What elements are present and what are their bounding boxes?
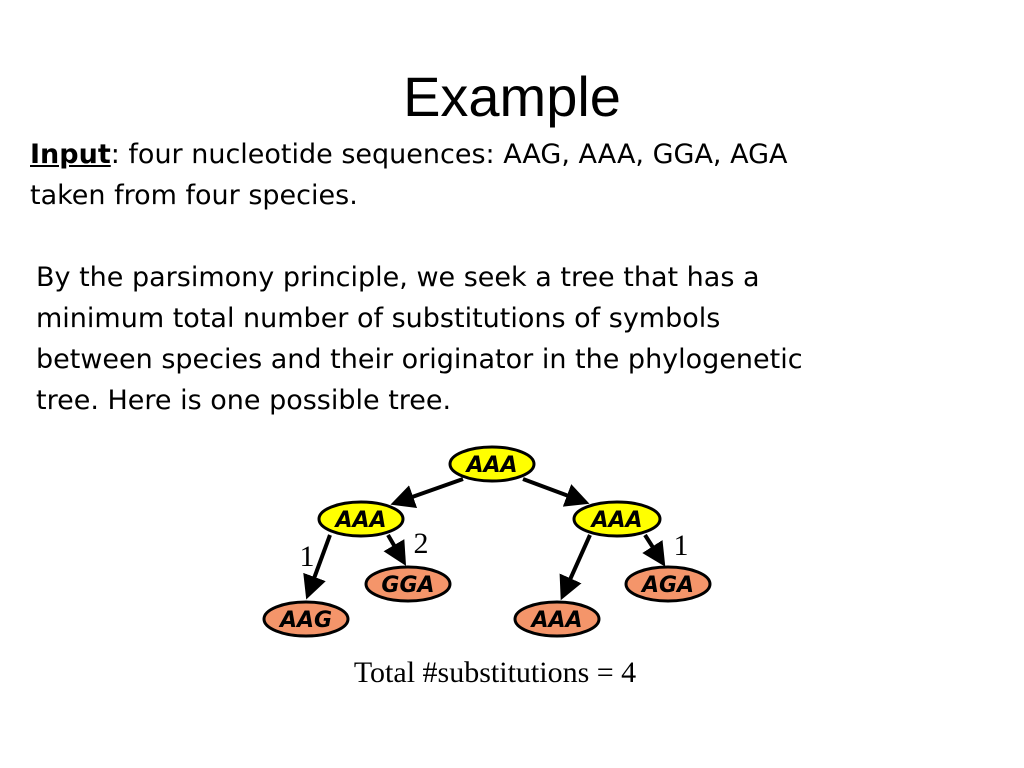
right-internal-node: AAA	[572, 500, 662, 538]
svg-text:GGA: GGA	[381, 573, 434, 598]
svg-text:AAA: AAA	[464, 453, 517, 478]
slide-title: Example	[403, 65, 621, 128]
paragraph-line: between species and their originator in …	[36, 344, 803, 375]
edge-label: 1	[674, 529, 689, 562]
edge	[383, 533, 407, 566]
leaf-node-aag: AAG	[262, 600, 350, 638]
paragraph-line: minimum total number of substitutions of…	[36, 303, 721, 334]
edge	[522, 477, 590, 507]
leaf-node-gga: GGA	[364, 565, 452, 603]
svg-text:AAA: AAA	[333, 508, 386, 533]
root-node: AAA	[448, 445, 536, 483]
edge	[559, 534, 592, 601]
input-label: Input	[30, 139, 111, 170]
edge	[642, 533, 666, 567]
svg-text:AGA: AGA	[640, 573, 694, 598]
edge-label: 1	[300, 540, 315, 573]
left-internal-node: AAA	[317, 500, 405, 538]
input-description: Input: four nucleotide sequences: AAG, A…	[30, 134, 787, 216]
input-line1: : four nucleotide sequences: AAG, AAA, G…	[110, 139, 788, 170]
input-line2: taken from four species.	[30, 180, 358, 211]
svg-text:AAG: AAG	[278, 608, 332, 633]
edge	[303, 534, 332, 600]
edge	[390, 477, 464, 508]
svg-text:AAA: AAA	[589, 508, 642, 533]
parsimony-paragraph: By the parsimony principle, we seek a tr…	[36, 257, 803, 421]
leaf-node-aaa: AAA	[513, 600, 601, 638]
total-substitutions: Total #substitutions = 4	[353, 656, 637, 689]
paragraph-line: tree. Here is one possible tree.	[36, 385, 452, 416]
svg-text:AAA: AAA	[529, 608, 582, 633]
paragraph-line: By the parsimony principle, we seek a tr…	[36, 262, 760, 293]
edge-label: 2	[414, 527, 429, 560]
leaf-node-aga: AGA	[624, 565, 712, 603]
